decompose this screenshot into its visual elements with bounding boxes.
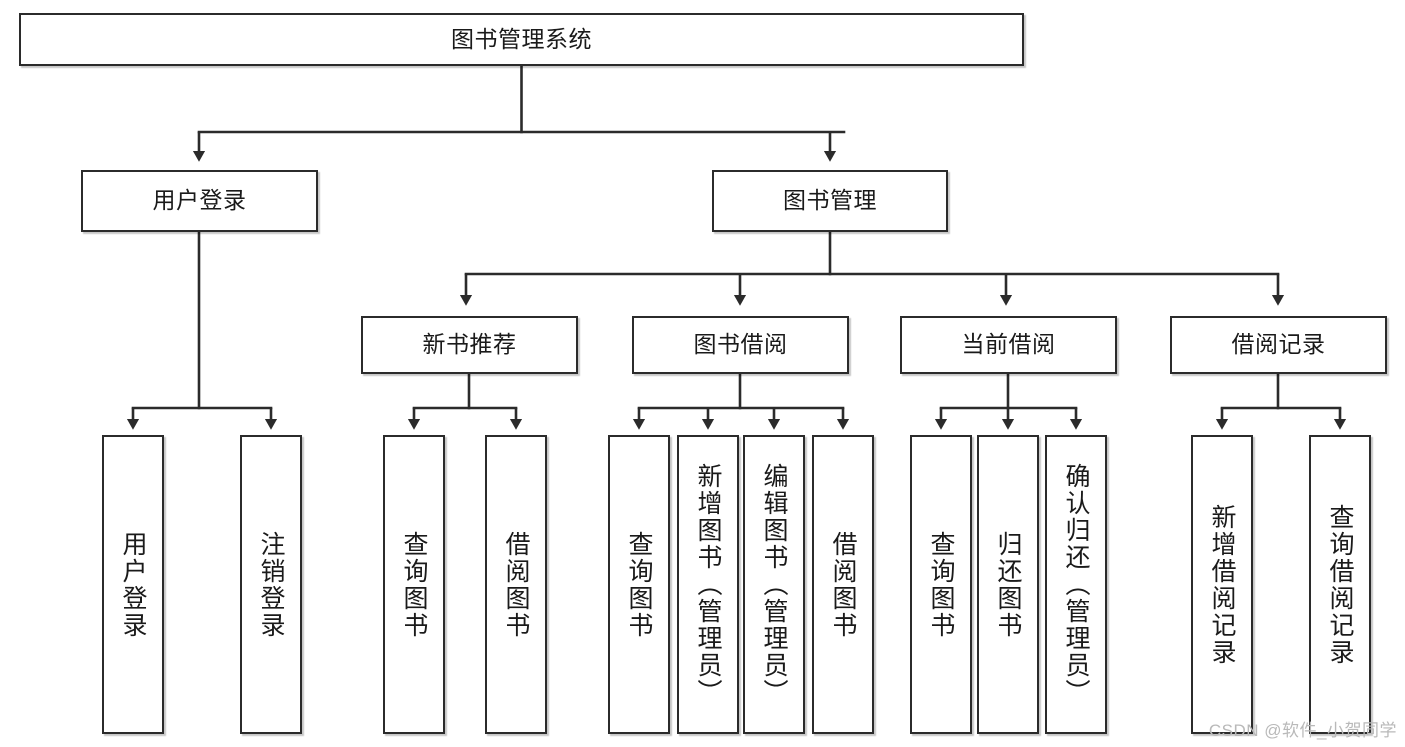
leaf-borrow-record-add-record[interactable]: 新增借阅记录 [1191, 435, 1253, 734]
node-label: 借阅图书 [502, 530, 530, 639]
node-book-borrow[interactable]: 图书借阅 [632, 316, 849, 374]
node-label: 确认归还（管理员） [1062, 463, 1090, 706]
node-label: 编辑图书（管理员） [760, 463, 788, 706]
node-book-management[interactable]: 图书管理 [712, 170, 948, 232]
node-label: 查询图书 [625, 530, 653, 639]
leaf-book-borrow-query-books[interactable]: 查询图书 [608, 435, 670, 734]
node-label: 当前借阅 [961, 331, 1056, 358]
node-label: 新增借阅记录 [1208, 503, 1236, 666]
csdn-watermark: CSDN @软件_小贺同学 [1208, 721, 1397, 740]
node-label: 查询图书 [927, 530, 955, 639]
node-label: 查询图书 [400, 530, 428, 639]
node-label: 用户登录 [152, 187, 247, 214]
node-label: 借阅记录 [1231, 331, 1326, 358]
leaf-current-borrow-confirm-return-admin[interactable]: 确认归还（管理员） [1045, 435, 1107, 734]
node-label: 用户登录 [119, 530, 147, 639]
leaf-user-login-login[interactable]: 用户登录 [102, 435, 164, 734]
node-new-book-recommend[interactable]: 新书推荐 [361, 316, 578, 374]
node-label: 查询借阅记录 [1326, 503, 1354, 666]
leaf-book-borrow-edit-book-admin[interactable]: 编辑图书（管理员） [743, 435, 805, 734]
node-root-book-management-system[interactable]: 图书管理系统 [19, 13, 1024, 66]
leaf-book-borrow-add-book-admin[interactable]: 新增图书（管理员） [677, 435, 739, 734]
leaf-new-book-borrow-books[interactable]: 借阅图书 [485, 435, 547, 734]
leaf-new-book-query-books[interactable]: 查询图书 [383, 435, 445, 734]
node-label: 图书借阅 [693, 331, 788, 358]
node-current-borrow[interactable]: 当前借阅 [900, 316, 1117, 374]
node-user-login[interactable]: 用户登录 [81, 170, 318, 232]
leaf-current-borrow-return-books[interactable]: 归还图书 [977, 435, 1039, 734]
leaf-current-borrow-query-books[interactable]: 查询图书 [910, 435, 972, 734]
node-label: 新书推荐 [422, 331, 517, 358]
node-label: 新增图书（管理员） [694, 463, 722, 706]
node-borrow-record[interactable]: 借阅记录 [1170, 316, 1387, 374]
leaf-book-borrow-borrow-books[interactable]: 借阅图书 [812, 435, 874, 734]
node-label: 归还图书 [994, 530, 1022, 639]
node-label: 注销登录 [257, 530, 285, 639]
node-label: 图书管理系统 [451, 25, 592, 52]
leaf-user-login-logout[interactable]: 注销登录 [240, 435, 302, 734]
leaf-borrow-record-query-record[interactable]: 查询借阅记录 [1309, 435, 1371, 734]
node-label: 图书管理 [783, 187, 877, 214]
node-label: 借阅图书 [829, 530, 857, 639]
